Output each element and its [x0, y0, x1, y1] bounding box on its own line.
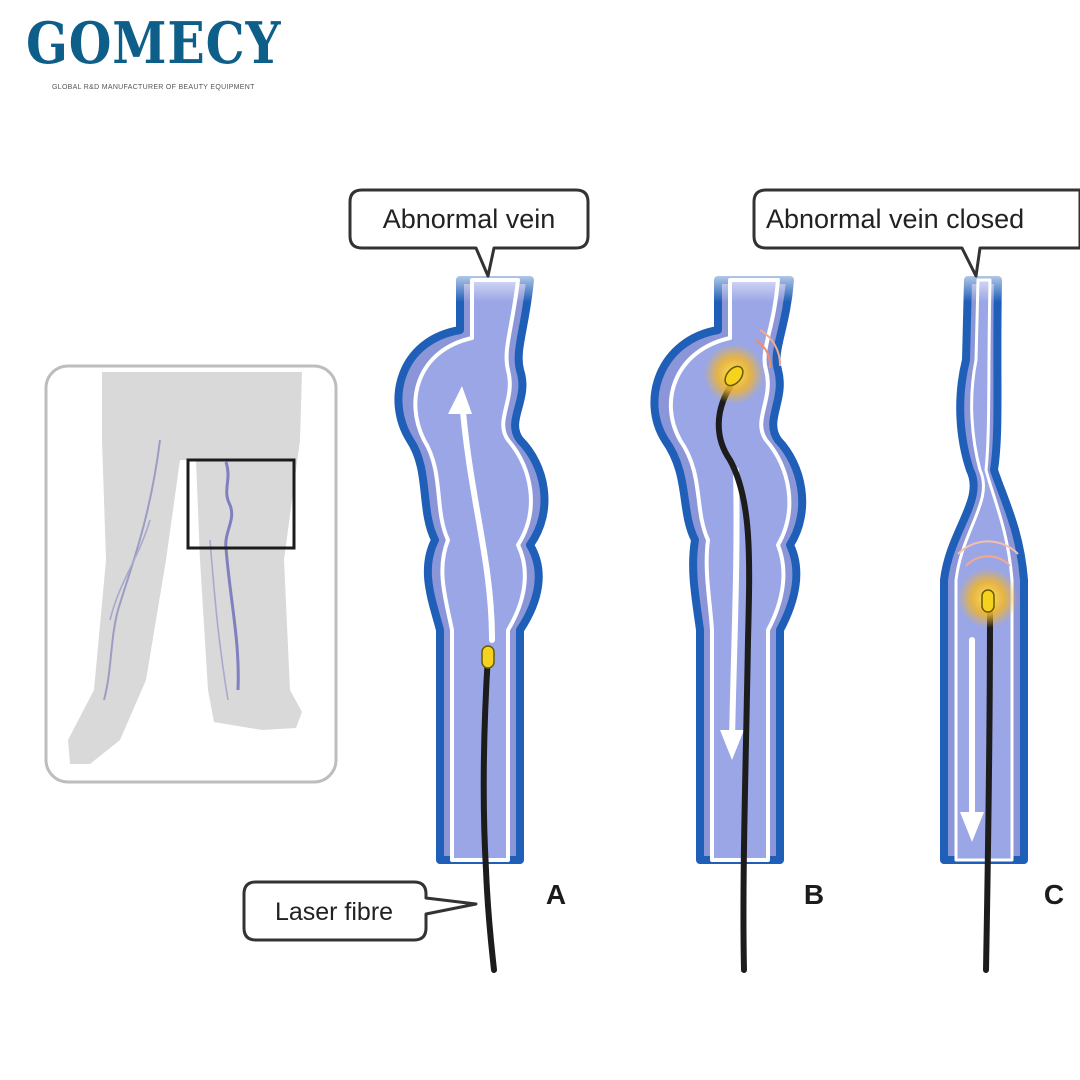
laser-fibre-b: [715, 375, 753, 973]
brand-name: GOMECY: [26, 10, 282, 77]
vein-b-lumen: [668, 278, 792, 862]
callout-abnormal-vein-closed: Abnormal vein closed: [752, 188, 1080, 278]
vein-a: [394, 262, 549, 973]
callout-abnormal-vein: Abnormal vein: [348, 188, 590, 278]
panel-letter-a: A: [546, 879, 566, 910]
laser-fibre-a: [480, 652, 497, 973]
vein-a-lumen: [413, 278, 533, 862]
panel-letter-b: B: [804, 879, 824, 910]
flow-arrowhead-c: [960, 812, 984, 842]
leg-vein-left-branch: [109, 519, 151, 621]
laser-fibre-c: [983, 609, 993, 973]
panel-letter-c: C: [1044, 879, 1064, 910]
leg-vein-right: [224, 461, 240, 691]
vein-c: [940, 262, 1034, 973]
leg-vein-right-branch: [209, 539, 229, 701]
fibre-tip-b: [724, 365, 744, 387]
fibre-tip-a: [481, 645, 495, 669]
label-laser-fibre: Laser fibre: [275, 898, 393, 926]
flow-arrowhead-b: [720, 730, 744, 760]
label-abnormal-vein-closed: Abnormal vein closed: [766, 204, 1024, 234]
fibre-tip-c: [981, 589, 995, 613]
zoom-box: [186, 458, 296, 550]
flow-arrow-a: [459, 397, 495, 643]
brand-tagline: GLOBAL R&D MANUFACTURER OF BEAUTY EQUIPM…: [52, 84, 255, 91]
leg-inset: [44, 364, 338, 784]
flow-arrowhead-a: [448, 386, 472, 414]
leg-vein-left: [103, 439, 161, 701]
callout-laser-fibre: Laser fibre: [242, 880, 478, 942]
brand-logo: GOMECY GLOBAL R&D MANUFACTURER OF BEAUTY…: [26, 10, 288, 92]
legs-silhouette: [68, 372, 302, 764]
label-abnormal-vein: Abnormal vein: [383, 204, 556, 234]
flow-arrow-b: [729, 467, 740, 743]
vein-b: [650, 262, 807, 973]
